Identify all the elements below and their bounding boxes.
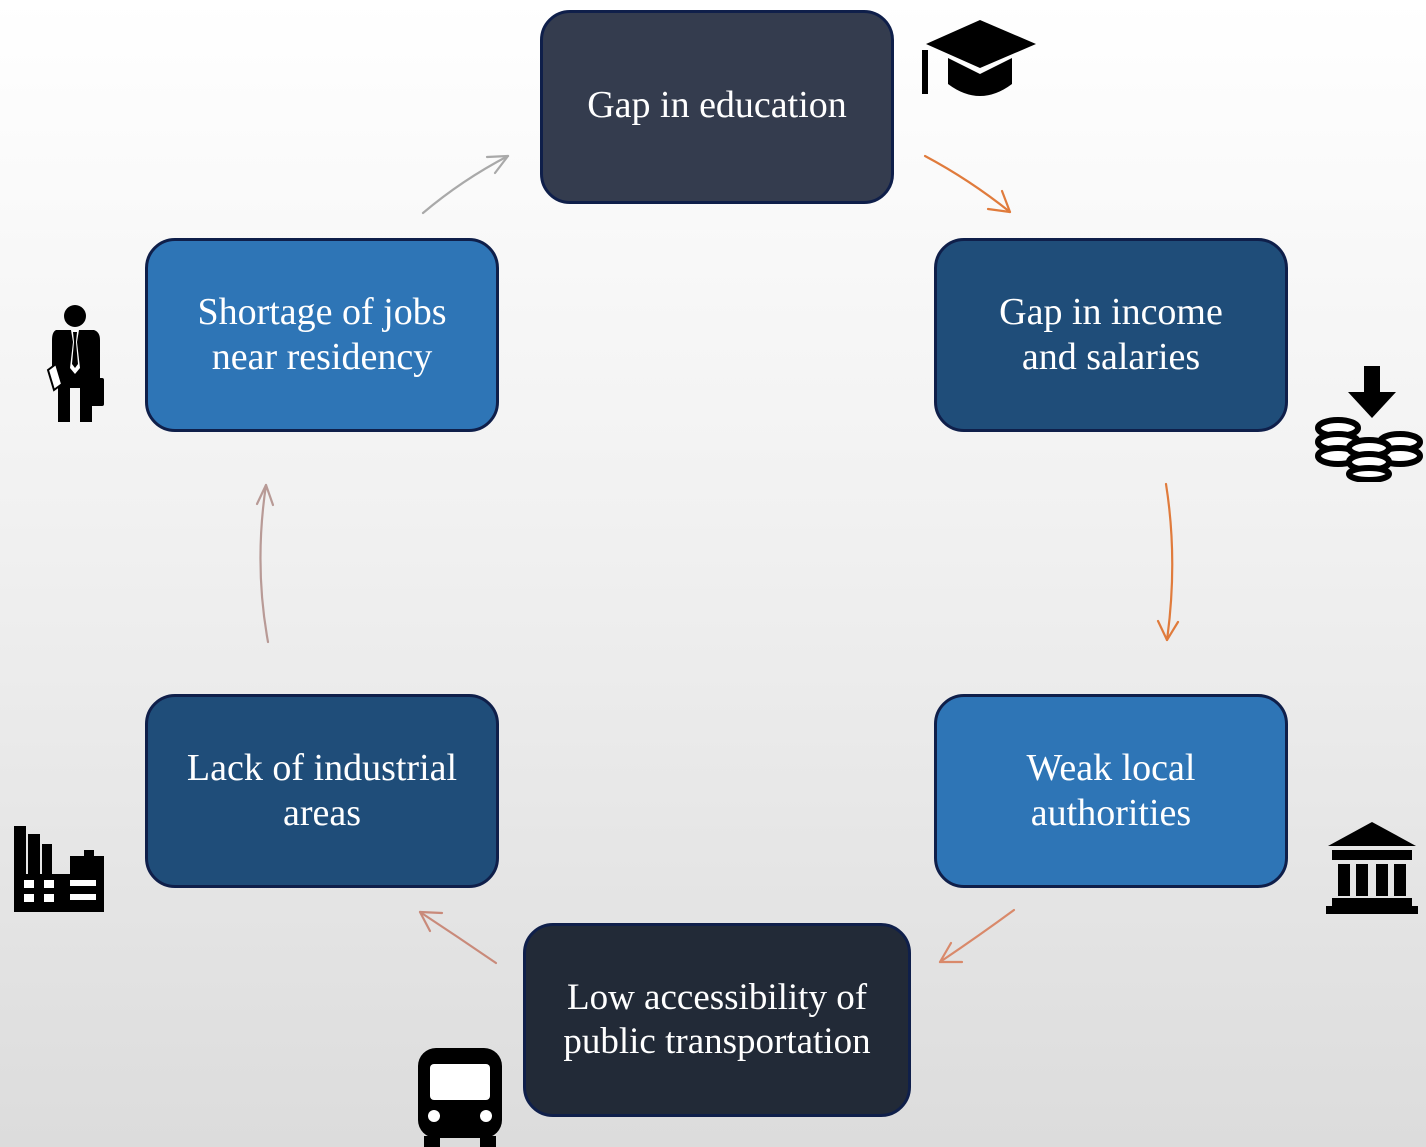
node-shortage-of-jobs: Shortage of jobs near residency — [145, 238, 499, 432]
node-gap-in-income: Gap in income and salaries — [934, 238, 1288, 432]
node-label: Low accessibility of public transportati… — [563, 977, 871, 1062]
factory-icon — [14, 826, 104, 912]
node-low-accessibility-transport: Low accessibility of public transportati… — [523, 923, 911, 1117]
arrow-transportation-to-industrial — [418, 910, 498, 965]
coins-down-arrow-icon — [1315, 366, 1423, 482]
arrow-industrial-to-jobs — [255, 483, 275, 644]
node-label: Lack of industrial areas — [186, 747, 458, 834]
node-gap-in-education: Gap in education — [540, 10, 894, 204]
node-label: Shortage of jobs near residency — [197, 291, 447, 378]
graduation-cap-icon — [922, 20, 1036, 96]
node-label: Gap in education — [587, 83, 847, 126]
businessman-icon — [46, 305, 104, 422]
bus-icon — [418, 1048, 502, 1147]
arrow-income-to-authorities — [1156, 482, 1180, 642]
node-label: Gap in income and salaries — [999, 291, 1223, 378]
government-building-icon — [1326, 822, 1418, 914]
arrow-education-to-income — [923, 154, 1012, 214]
node-weak-local-authorities: Weak local authorities — [934, 694, 1288, 888]
node-lack-of-industrial-areas: Lack of industrial areas — [145, 694, 499, 888]
node-label: Weak local authorities — [1026, 747, 1196, 834]
arrow-authorities-to-transportation — [938, 908, 1016, 964]
arrow-jobs-to-education — [421, 154, 510, 215]
